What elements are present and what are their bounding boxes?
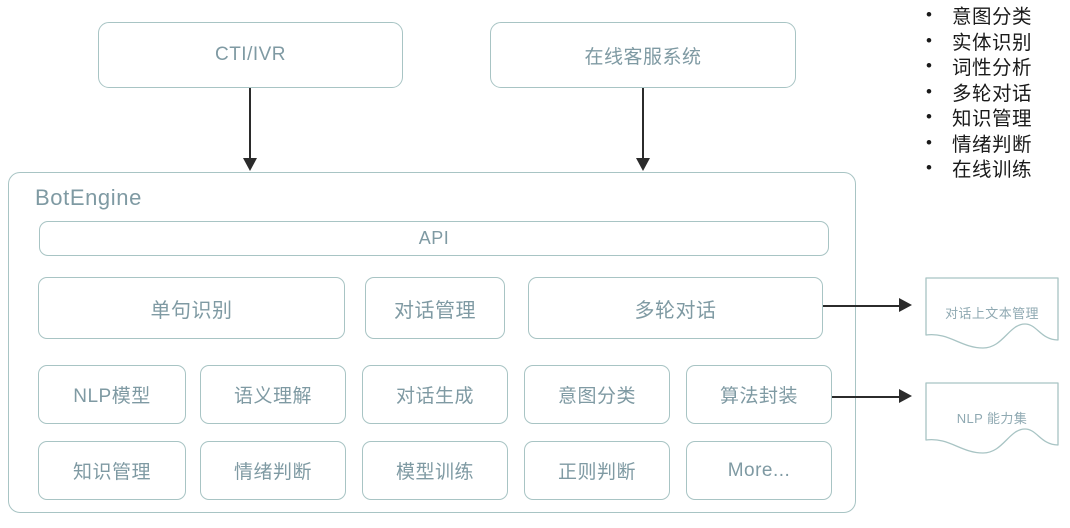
arrow-line-service-to-botengine xyxy=(642,88,644,160)
capability-label: 情绪判断 xyxy=(233,462,312,483)
document-nlp-capability-set[interactable]: NLP 能力集 xyxy=(925,382,1059,458)
capability-label: More... xyxy=(727,459,791,481)
capability-dialog-generation[interactable]: 对话生成 xyxy=(362,365,508,424)
capability-label: 对话生成 xyxy=(395,386,474,407)
list-item-label: 情绪判断 xyxy=(952,133,1033,156)
capability-label: 算法封装 xyxy=(719,386,798,407)
capability-label: 单句识别 xyxy=(150,299,233,322)
capability-algorithm-encapsulation[interactable]: 算法封装 xyxy=(686,365,832,424)
list-item: • 多轮对话 xyxy=(926,79,1070,105)
bullet-icon: • xyxy=(926,132,932,152)
arrow-line-cti-to-botengine xyxy=(249,88,251,160)
capability-label: 对话管理 xyxy=(394,299,476,322)
bullet-icon: • xyxy=(926,30,932,50)
capability-emotion-judgement[interactable]: 情绪判断 xyxy=(200,441,346,500)
list-item-label: 意图分类 xyxy=(952,6,1033,29)
capability-semantic-understanding[interactable]: 语义理解 xyxy=(200,365,346,424)
capability-regex-judgement[interactable]: 正则判断 xyxy=(524,441,670,500)
list-item-label: 词性分析 xyxy=(952,57,1033,80)
arrow-head-multi-turn-to-context-doc xyxy=(899,298,912,312)
document-label: NLP 能力集 xyxy=(956,411,1028,426)
document-dialog-context-management[interactable]: 对话上文本管理 xyxy=(925,277,1059,353)
list-item: • 实体识别 xyxy=(926,28,1070,54)
botengine-title: BotEngine xyxy=(35,185,142,210)
source-box-label: 在线客服系统 xyxy=(584,46,702,68)
list-item: • 知识管理 xyxy=(926,104,1070,130)
capability-label: 语义理解 xyxy=(233,386,312,407)
source-box-online-service[interactable]: 在线客服系统 xyxy=(490,22,796,88)
arrow-line-algorithm-to-nlp-doc xyxy=(832,396,901,398)
bullet-icon: • xyxy=(926,107,932,127)
api-bar-label: API xyxy=(418,228,450,248)
capability-label: 正则判断 xyxy=(557,462,636,483)
list-item: • 词性分析 xyxy=(926,53,1070,79)
capability-model-training[interactable]: 模型训练 xyxy=(362,441,508,500)
capability-label: 意图分类 xyxy=(557,386,636,407)
list-item-label: 知识管理 xyxy=(952,108,1033,131)
bullet-icon: • xyxy=(926,158,932,178)
capability-intent-classification[interactable]: 意图分类 xyxy=(524,365,670,424)
arrow-line-multi-turn-to-context-doc xyxy=(823,305,901,307)
list-item: • 情绪判断 xyxy=(926,130,1070,156)
arrow-head-cti-to-botengine xyxy=(243,158,257,171)
capability-label: 知识管理 xyxy=(72,462,151,483)
capability-knowledge-management[interactable]: 知识管理 xyxy=(38,441,186,500)
capability-label: 多轮对话 xyxy=(634,299,717,322)
capability-multi-turn-dialog[interactable]: 多轮对话 xyxy=(528,277,823,339)
list-item-label: 在线训练 xyxy=(952,159,1033,182)
api-bar[interactable]: API xyxy=(39,221,829,256)
source-box-label: CTI/IVR xyxy=(214,44,287,65)
capability-label: NLP模型 xyxy=(73,386,151,407)
list-item-label: 多轮对话 xyxy=(952,82,1033,105)
bullet-icon: • xyxy=(926,81,932,101)
list-item: • 意图分类 xyxy=(926,2,1070,28)
arrow-head-service-to-botengine xyxy=(636,158,650,171)
bullet-icon: • xyxy=(926,56,932,76)
bullet-icon: • xyxy=(926,5,932,25)
document-label: 对话上文本管理 xyxy=(945,306,1039,321)
capability-single-sentence-recognition[interactable]: 单句识别 xyxy=(38,277,345,339)
list-item: • 在线训练 xyxy=(926,155,1070,181)
arrow-head-algorithm-to-nlp-doc xyxy=(899,389,912,403)
capability-label: 模型训练 xyxy=(395,462,474,483)
list-item-label: 实体识别 xyxy=(952,31,1033,54)
capability-nlp-model[interactable]: NLP模型 xyxy=(38,365,186,424)
source-box-cti-ivr[interactable]: CTI/IVR xyxy=(98,22,403,88)
capability-more[interactable]: More... xyxy=(686,441,832,500)
document-shape-icon xyxy=(925,382,1059,454)
capability-dialog-management[interactable]: 对话管理 xyxy=(365,277,505,339)
capability-bullet-list: • 意图分类 • 实体识别 • 词性分析 • 多轮对话 • 知识管理 • 情绪判… xyxy=(926,2,1070,181)
document-shape-icon xyxy=(925,277,1059,349)
